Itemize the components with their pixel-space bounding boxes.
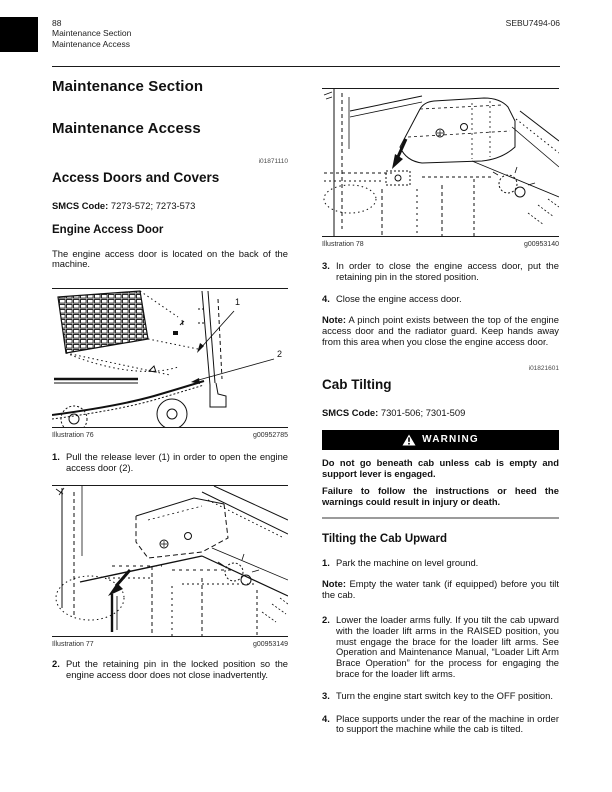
figure-76-code: g00952785 <box>252 432 288 440</box>
step-1-number: 1. <box>52 451 60 463</box>
step-4: 4. Close the engine access door. <box>322 292 559 305</box>
article-id-code-2: i01821601 <box>528 364 559 372</box>
tilt-step-2-number: 2. <box>322 613 330 625</box>
smcs-label: SMCS Code: <box>52 199 109 211</box>
step-2-number: 2. <box>52 657 60 669</box>
left-column: Maintenance Section Maintenance Access i… <box>52 76 288 680</box>
smcs-line: SMCS Code: 7273-572; 7273-573 <box>52 199 288 212</box>
retaining-pin-locked-line-drawing <box>52 486 288 636</box>
article-id-code: i01871110 <box>258 158 288 165</box>
right-column: Illustration 78 g00953140 3. In order to… <box>322 76 559 735</box>
water-tank-note: Note: Empty the water tank (if equipped)… <box>322 578 559 601</box>
step-4-text: Close the engine access door. <box>336 292 462 304</box>
figure-77: Illustration 77 g00953149 <box>52 484 288 649</box>
warning-paragraph-2: Failure to follow the instructions or he… <box>322 484 559 507</box>
warning-header-bar: WARNING <box>322 430 559 451</box>
section-thumb-tab <box>0 17 38 52</box>
smcs-value-2: 7301-506; 7301-509 <box>380 406 466 418</box>
warning-title: WARNING <box>422 433 479 445</box>
tilt-step-4-text: Place supports under the rear of the mac… <box>336 712 559 735</box>
step-3: 3. In order to close the engine access d… <box>322 260 559 283</box>
figure-78: Illustration 78 g00953140 <box>322 88 559 249</box>
callout-2-label: 2 <box>277 349 282 359</box>
figure-77-code: g00953149 <box>252 640 288 648</box>
article-title: Access Doors and Covers <box>52 169 220 185</box>
tilt-note-label: Note: <box>322 578 346 590</box>
tilt-step-4-number: 4. <box>322 712 330 724</box>
tilt-note-text: Empty the water tank (if equipped) befor… <box>322 578 559 601</box>
note-text: A pinch point exists between the top of … <box>322 314 559 347</box>
figure-76-caption: Illustration 76 g00952785 <box>52 431 288 440</box>
step-3-number: 3. <box>322 260 330 271</box>
step-2: 2. Put the retaining pin in the locked p… <box>52 657 288 681</box>
topic-heading-2: Tilting the Cab Upward <box>322 532 448 545</box>
page-header: 88 Maintenance Section Maintenance Acces… <box>52 18 560 49</box>
smcs-line-2: SMCS Code: 7301-506; 7301-509 <box>322 406 559 419</box>
header-rule <box>52 66 560 67</box>
figure-78-label: Illustration 78 <box>322 241 364 248</box>
smcs-value: 7273-572; 7273-573 <box>110 199 196 211</box>
warning-triangle-icon <box>402 434 416 446</box>
tilt-step-1-number: 1. <box>322 556 330 568</box>
figure-77-artwork <box>52 484 288 637</box>
warning-paragraph-1: Do not go beneath cab unless cab is empt… <box>322 457 559 480</box>
figure-78-caption: Illustration 78 g00953140 <box>322 240 559 249</box>
figure-77-label: Illustration 77 <box>52 640 94 648</box>
intro-paragraph: The engine access door is located on the… <box>52 247 288 270</box>
note-label: Note: <box>322 314 346 326</box>
pinch-point-note: Note: A pinch point exists between the t… <box>322 314 559 347</box>
smcs-label-2: SMCS Code: <box>322 406 379 418</box>
page-number: 88 <box>52 18 62 28</box>
figure-78-artwork <box>322 88 559 237</box>
step-4-number: 4. <box>322 292 330 304</box>
step-3-text: In order to close the engine access door… <box>336 260 559 282</box>
article-title-2: Cab Tilting <box>322 376 392 392</box>
tilt-step-1-text: Park the machine on level ground. <box>336 556 479 568</box>
tilt-step-3: 3. Turn the engine start switch key to t… <box>322 689 559 702</box>
figure-77-caption: Illustration 77 g00953149 <box>52 640 288 649</box>
callout-1-label: 1 <box>235 297 240 307</box>
figure-76-artwork: 1 2 <box>52 288 288 429</box>
header-section: Maintenance Section <box>52 28 132 39</box>
step-1-text: Pull the release lever (1) in order to o… <box>66 451 288 473</box>
doc-code: SEBU7494-06 <box>505 18 560 28</box>
figure-76: 1 2 Illustration 76 g00952785 <box>52 288 288 440</box>
tilt-step-3-text: Turn the engine start switch key to the … <box>336 689 553 701</box>
subsection-title: Maintenance Access <box>52 120 201 137</box>
tilt-step-1: 1. Park the machine on level ground. <box>322 556 559 569</box>
section-title: Maintenance Section <box>52 78 204 95</box>
step-2-text: Put the retaining pin in the locked posi… <box>66 657 288 680</box>
topic-heading: Engine Access Door <box>52 223 164 236</box>
tilt-step-3-number: 3. <box>322 689 330 701</box>
header-subsection: Maintenance Access <box>52 38 130 49</box>
warning-box: WARNING Do not go beneath cab unless cab… <box>322 430 559 519</box>
tilt-step-2-text: Lower the loader arms fully. If you tilt… <box>336 613 559 679</box>
tilt-step-2: 2. Lower the loader arms fully. If you t… <box>322 613 559 680</box>
machine-rear-line-drawing: 1 2 <box>52 290 282 427</box>
figure-76-label: Illustration 76 <box>52 432 94 440</box>
step-1: 1. Pull the release lever (1) in order t… <box>52 451 288 474</box>
retaining-pin-stored-line-drawing <box>322 89 559 236</box>
figure-78-code: g00953140 <box>523 241 559 248</box>
tilt-step-4: 4. Place supports under the rear of the … <box>322 712 559 736</box>
